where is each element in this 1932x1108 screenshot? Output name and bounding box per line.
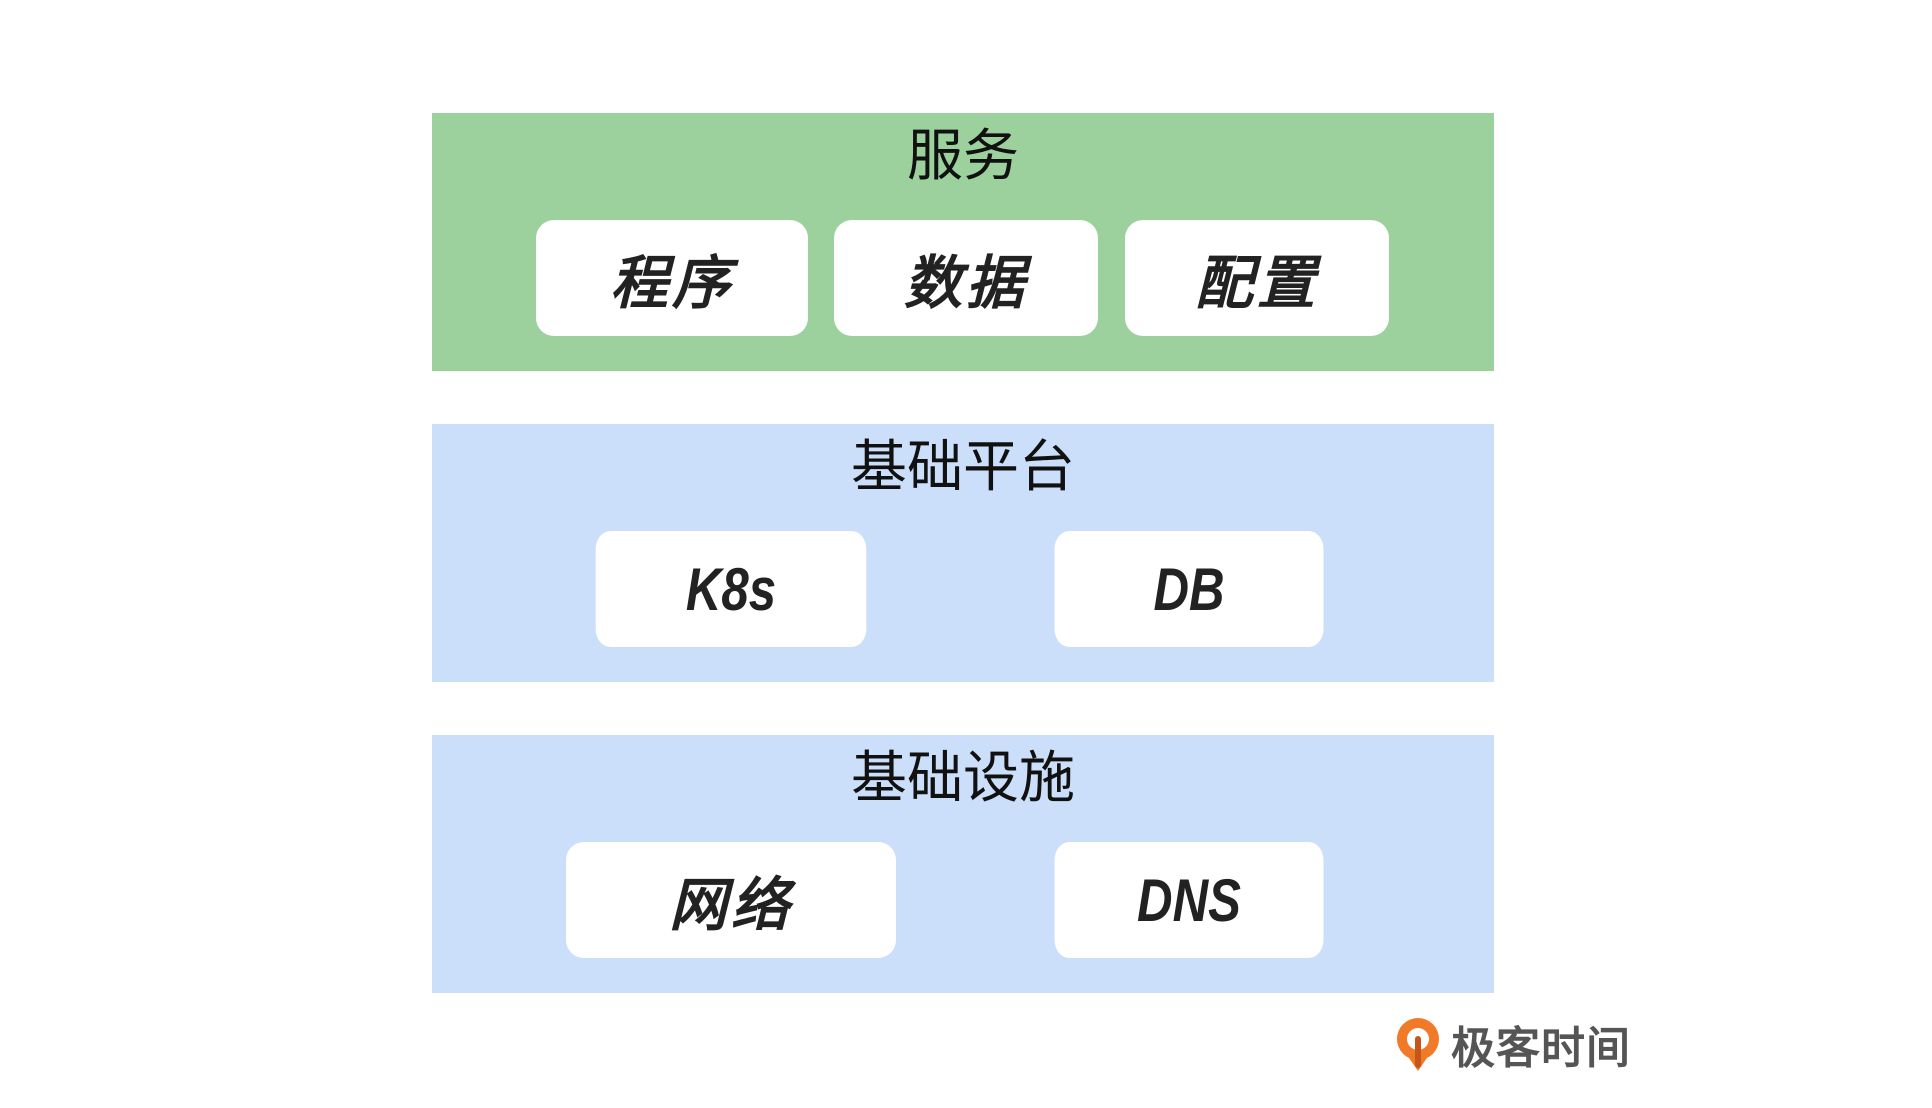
k8s-box: K8s bbox=[595, 531, 867, 647]
infrastructure-layer: 基础设施 网络 DNS bbox=[432, 735, 1494, 993]
config-box: 配置 bbox=[1125, 220, 1389, 336]
geektime-watermark: 极客时间 bbox=[1393, 1014, 1631, 1074]
program-box: 程序 bbox=[536, 220, 808, 336]
data-box: 数据 bbox=[834, 220, 1098, 336]
geektime-logo-text: 极客时间 bbox=[1451, 1023, 1631, 1074]
platform-layer-title: 基础平台 bbox=[851, 435, 1075, 500]
services-layer-title: 服务 bbox=[907, 124, 1019, 189]
infrastructure-layer-title: 基础设施 bbox=[851, 746, 1075, 811]
db-box: DB bbox=[1054, 531, 1324, 647]
geektime-logo-icon bbox=[1393, 1015, 1443, 1073]
platform-layer: 基础平台 K8s DB bbox=[432, 424, 1494, 682]
dns-box: DNS bbox=[1054, 842, 1324, 958]
network-box: 网络 bbox=[566, 842, 896, 958]
services-layer: 服务 程序 数据 配置 bbox=[432, 113, 1494, 371]
